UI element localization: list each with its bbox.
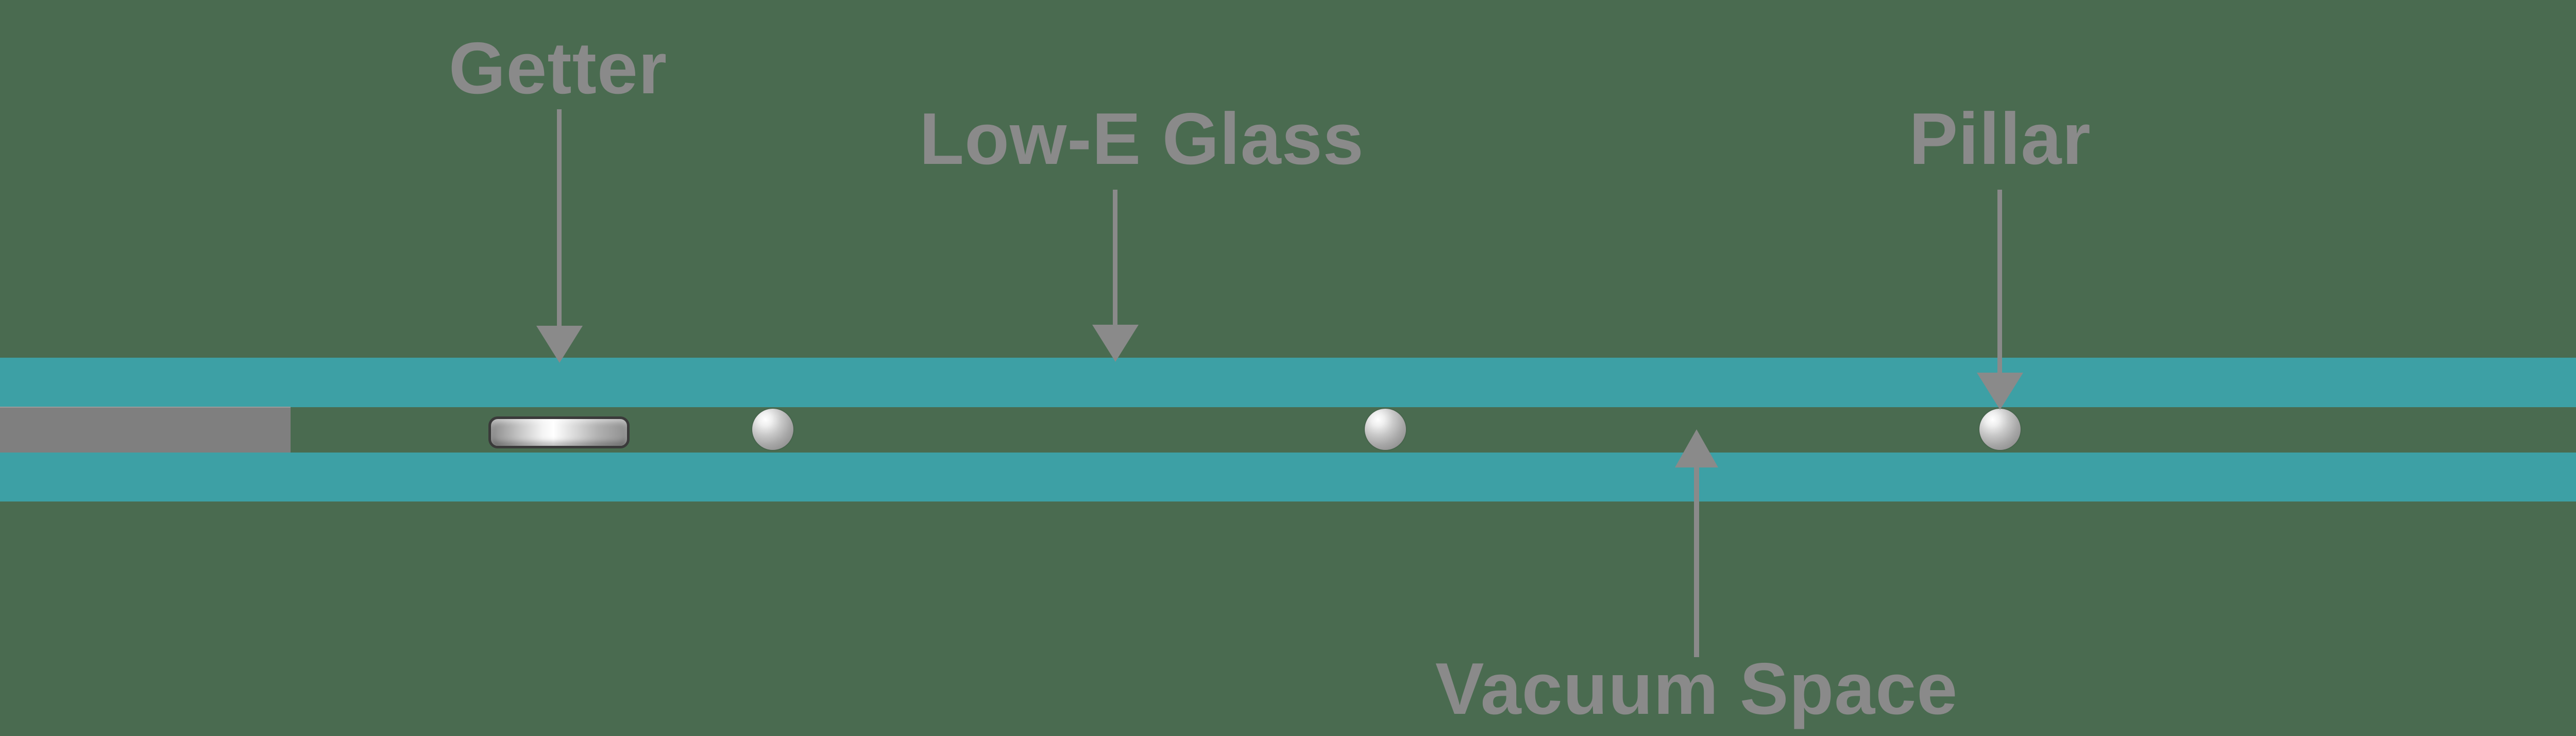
getter-arrowhead-icon [536,326,583,363]
getter-cylinder [488,416,630,448]
low-e-glass-arrow-line [1113,190,1117,325]
left-sealed-edge [0,407,291,453]
getter-label: Getter [448,27,668,109]
low-e-glass-label: Low-E Glass [919,98,1364,180]
low-e-glass-arrowhead-icon [1092,325,1139,362]
getter-arrow-line [557,109,562,326]
vacuum-space-arrowhead-icon [1675,429,1718,467]
pillar-arrow-line [1997,190,2002,374]
top-glass-pane [0,358,2576,407]
vacuum-space-label: Vacuum Space [1435,648,1958,730]
pillar-sphere [1979,409,2021,450]
pillar-sphere [752,409,793,450]
pillar-sphere [1365,409,1406,450]
bottom-glass-pane [0,453,2576,501]
pillar-arrowhead-icon [1977,373,2023,410]
vacuum-space-arrow-line [1694,466,1699,657]
pillar-label: Pillar [1909,98,2091,180]
